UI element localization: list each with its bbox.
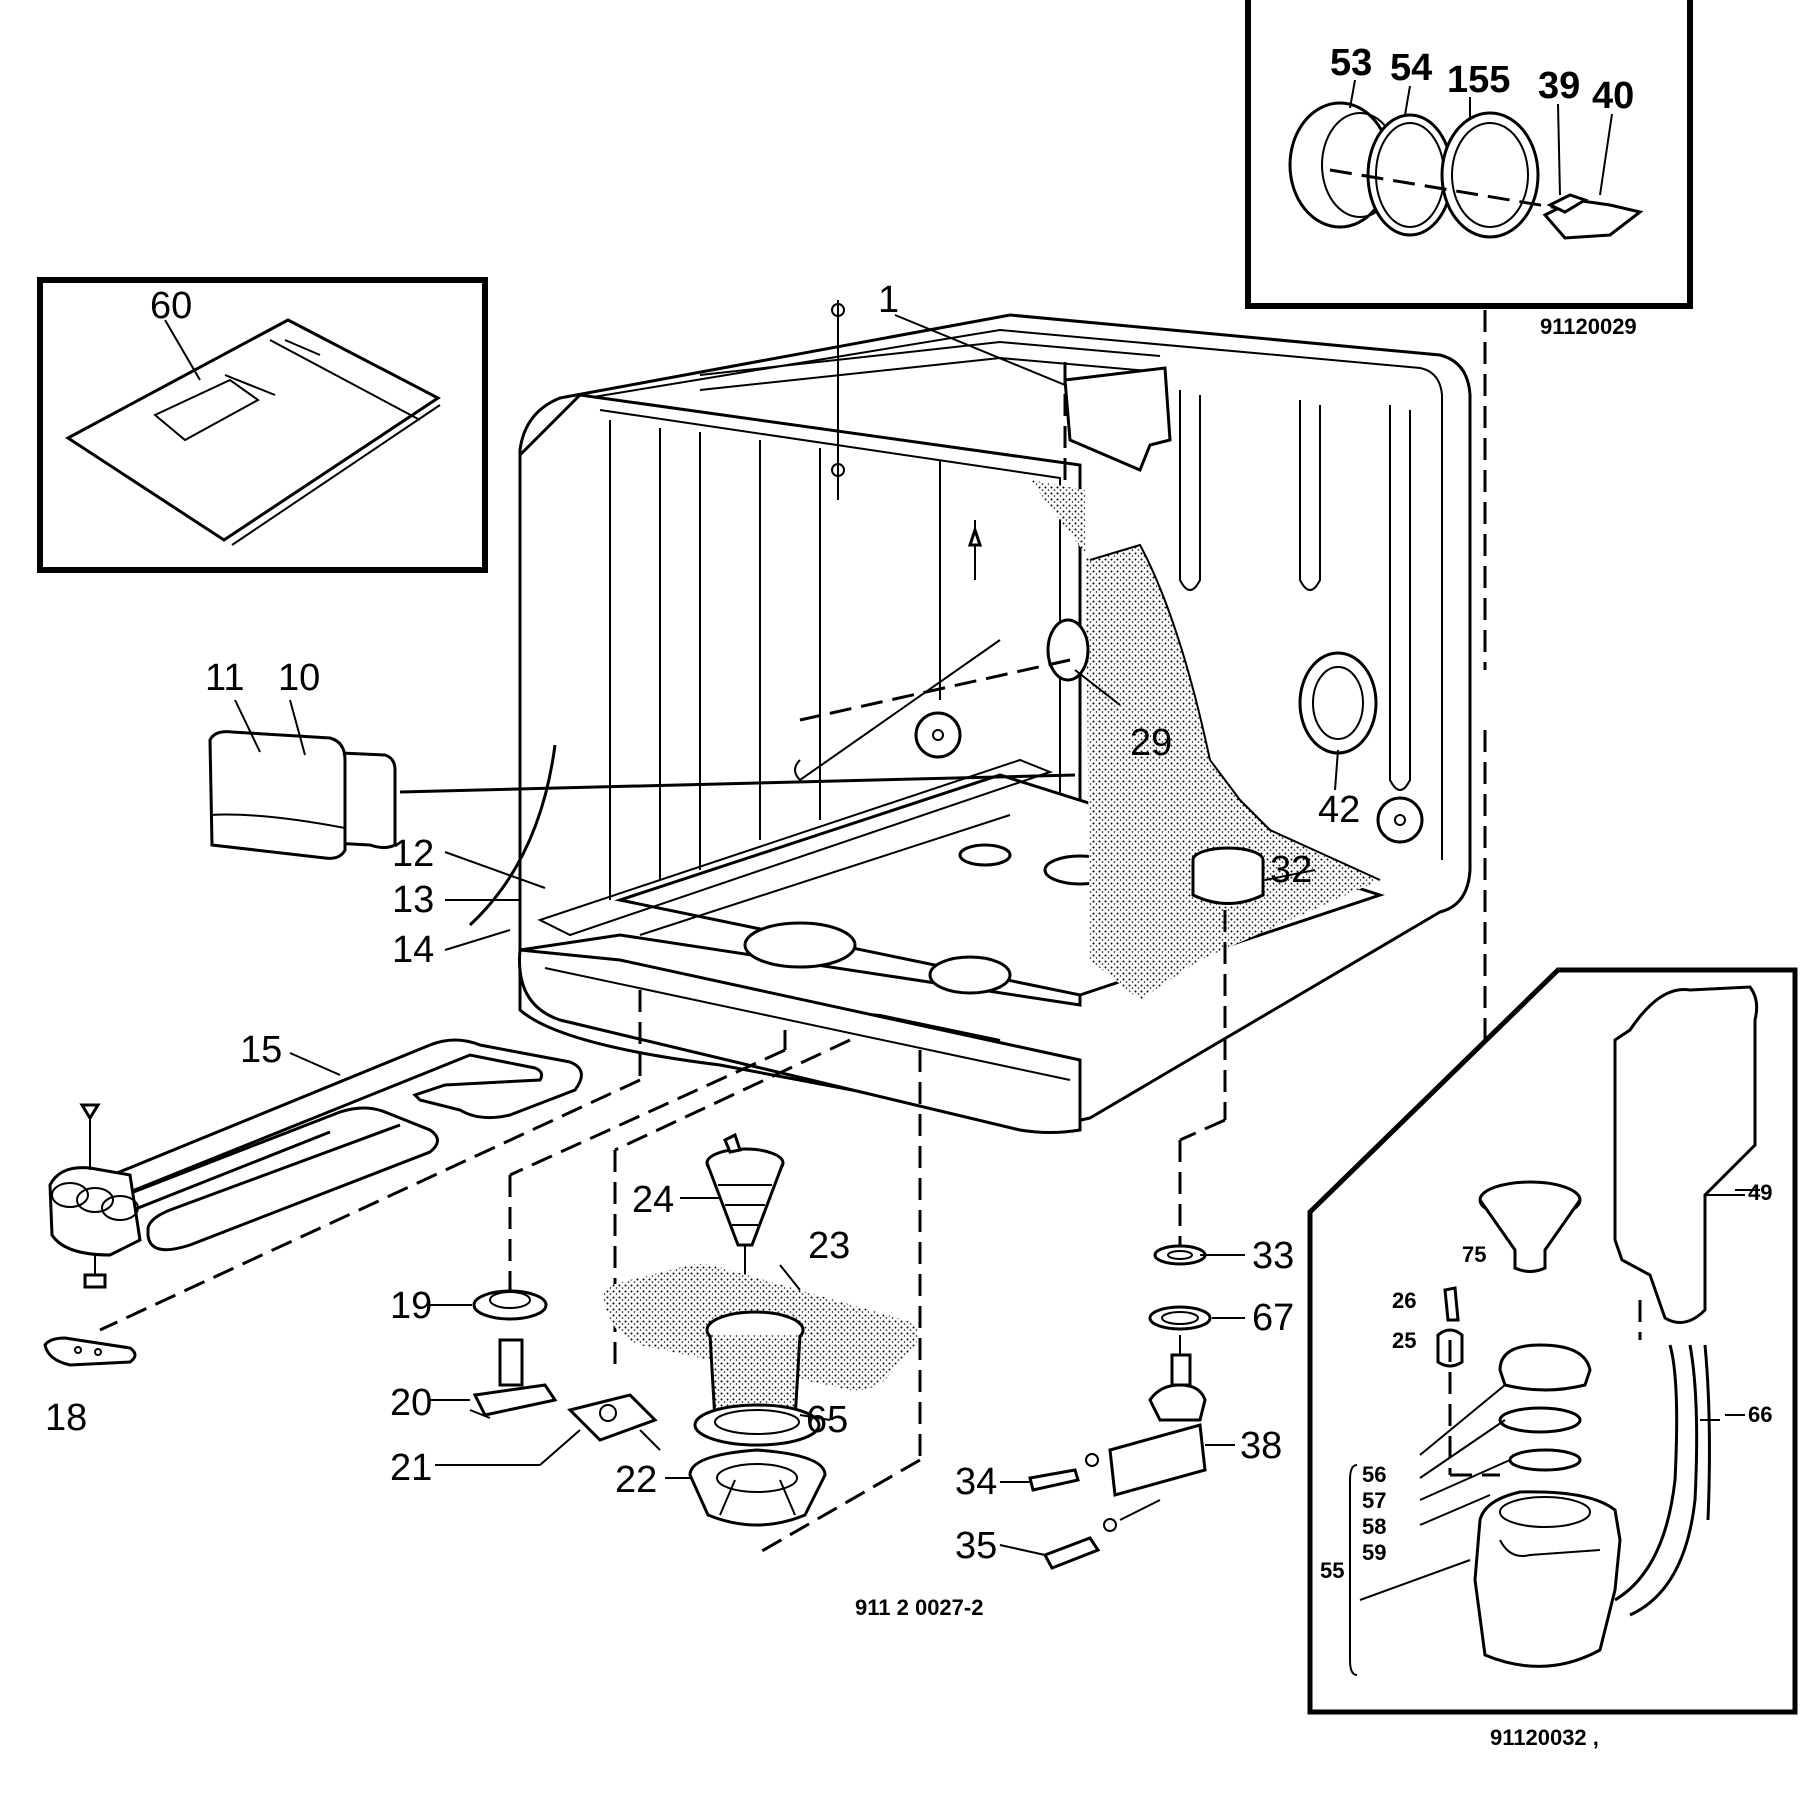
callout-29: 29 [1130, 722, 1172, 764]
callout-24: 24 [632, 1179, 674, 1221]
filter-basket-part-24 [705, 1132, 785, 1330]
callout-55: 55 [1320, 1558, 1344, 1583]
callout-49: 49 [1748, 1180, 1772, 1205]
callout-14: 14 [392, 929, 434, 971]
callout-26: 26 [1392, 1288, 1416, 1313]
manual-inset: 60 [37, 277, 488, 573]
callout-40: 40 [1592, 75, 1634, 117]
pin-part-35 [1042, 1499, 1161, 1570]
seal-ring-part-19 [472, 1289, 548, 1321]
callout-75: 75 [1462, 1242, 1486, 1267]
callout-13: 13 [392, 879, 434, 921]
sump-base-part-22 [688, 1448, 827, 1527]
softener-inset [1307, 967, 1798, 1715]
thermostat-part-21 [567, 1393, 661, 1451]
callout-58: 58 [1362, 1514, 1386, 1539]
thermostat-part-20 [469, 1338, 558, 1419]
callout-1: 1 [878, 279, 899, 321]
callout-22: 22 [615, 1459, 657, 1501]
callout-19: 19 [390, 1285, 432, 1327]
callout-60: 60 [150, 285, 192, 327]
callout-155: 155 [1447, 59, 1510, 101]
callout-53: 53 [1330, 42, 1372, 84]
washer-part-33 [1153, 1244, 1207, 1266]
callout-20: 20 [390, 1382, 432, 1424]
dishwasher-tub [399, 300, 1472, 1134]
callout-38: 38 [1240, 1425, 1282, 1467]
seal-part-67 [1148, 1305, 1212, 1355]
callout-10: 10 [278, 657, 320, 699]
callout-12: 12 [392, 833, 434, 875]
instruction-manual-part [65, 318, 441, 546]
heating-element-part [48, 1038, 583, 1289]
callout-25: 25 [1392, 1328, 1416, 1353]
callout-67: 67 [1252, 1297, 1294, 1339]
callout-21: 21 [390, 1447, 432, 1489]
callout-34: 34 [955, 1461, 997, 1503]
softener-callouts: 49 75 26 25 56 57 58 59 55 66 [1320, 1180, 1772, 1583]
callout-23: 23 [808, 1225, 850, 1267]
leader-lines [234, 314, 1339, 1556]
callout-32: 32 [1270, 849, 1312, 891]
callout-66: 66 [1748, 1402, 1772, 1427]
callout-57: 57 [1362, 1488, 1386, 1513]
door-seal-inset: 53 54 155 39 40 [1245, 0, 1693, 309]
callout-65: 65 [806, 1399, 848, 1441]
sump-part-65 [693, 1403, 821, 1447]
callout-11: 11 [205, 657, 244, 699]
door-gasket-part [208, 730, 397, 860]
callout-15: 15 [240, 1029, 282, 1071]
pin-part-34 [1028, 1453, 1099, 1492]
callout-labels: 1 10 11 12 13 14 15 18 19 20 21 22 23 24… [45, 279, 1360, 1567]
callout-18: 18 [45, 1397, 87, 1439]
callout-56: 56 [1362, 1462, 1386, 1487]
pressure-switch-part-38 [1108, 1353, 1207, 1497]
callout-42: 42 [1318, 789, 1360, 831]
element-clamp-part [43, 1336, 137, 1367]
seal-parts [1288, 101, 1644, 240]
drawing-code-main: 911 2 0027-2 [855, 1595, 983, 1620]
drawing-code-door-seal: 91120029 [1540, 314, 1637, 339]
callout-39: 39 [1538, 65, 1580, 107]
callout-59: 59 [1362, 1540, 1386, 1565]
callout-33: 33 [1252, 1235, 1294, 1277]
callout-35: 35 [955, 1525, 997, 1567]
drawing-code-softener: 91120032 , [1490, 1725, 1599, 1750]
callout-54: 54 [1390, 47, 1432, 89]
